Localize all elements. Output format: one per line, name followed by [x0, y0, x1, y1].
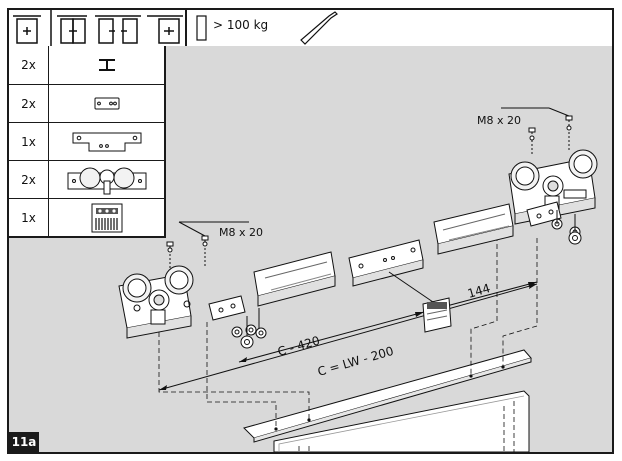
- door-panel-icon: [196, 15, 207, 41]
- left-roller-carriage: [118, 265, 194, 339]
- dim-144-label: 144: [466, 281, 492, 301]
- screw-label-right: M8 x 20: [477, 114, 521, 127]
- right-profile: [433, 203, 514, 255]
- screw-label-left: M8 x 20: [219, 226, 263, 239]
- door-panel: [273, 390, 530, 452]
- assembly-area: 2x 2x 1x: [9, 46, 612, 452]
- connector-plate-icon: [72, 132, 141, 151]
- left-small-plate: [208, 295, 246, 321]
- part-qty: 1x: [9, 123, 49, 160]
- part-qty: 2x: [9, 46, 49, 84]
- bi-part-door-icon: [95, 15, 141, 44]
- left-screws: [166, 221, 249, 268]
- screwdriver-icon: [300, 11, 338, 45]
- roller-carriage-icon: [67, 167, 146, 194]
- right-bolts: [551, 210, 582, 245]
- damper-brake: [422, 297, 452, 333]
- door-type-icons: [13, 10, 183, 46]
- parts-list: 2x 2x 1x: [9, 46, 166, 238]
- right-small-plate: [526, 201, 562, 227]
- part-row: 1x: [9, 198, 164, 236]
- offset-door-icon: [147, 15, 183, 44]
- part-qty: 2x: [9, 85, 49, 122]
- weight-cell: > 100 kg: [187, 10, 367, 46]
- small-plate-icon: [94, 97, 119, 109]
- assembly-drawing: C = LW - 200 C - 420 144: [118, 107, 598, 452]
- part-qty: 2x: [9, 161, 49, 198]
- right-roller-carriage: [508, 149, 598, 225]
- single-door-icon: [13, 15, 41, 44]
- part-qty: 1x: [9, 199, 49, 236]
- part-row: 2x: [9, 160, 164, 198]
- dim-c420-label: C - 420: [276, 334, 321, 359]
- part-row: 2x: [9, 84, 164, 122]
- part-row: 1x: [9, 122, 164, 160]
- part-row: 2x: [9, 46, 164, 84]
- left-bolts: [231, 308, 267, 349]
- header-bar: > 100 kg: [9, 10, 612, 48]
- damper-brake-icon: [91, 203, 122, 232]
- center-connector: [348, 239, 434, 303]
- i-beam-stop-icon: [98, 59, 115, 71]
- instruction-sheet: > 100 kg 2x 2x: [7, 8, 614, 454]
- weight-label: > 100 kg: [213, 18, 269, 32]
- door-types-cell: [9, 10, 187, 46]
- double-panel-door-icon: [57, 15, 87, 44]
- track-rail: [243, 349, 532, 443]
- dim-c-label: C = LW - 200: [316, 344, 395, 379]
- step-number: 11a: [9, 432, 39, 452]
- right-screws: [501, 107, 573, 156]
- left-profile: [253, 251, 336, 307]
